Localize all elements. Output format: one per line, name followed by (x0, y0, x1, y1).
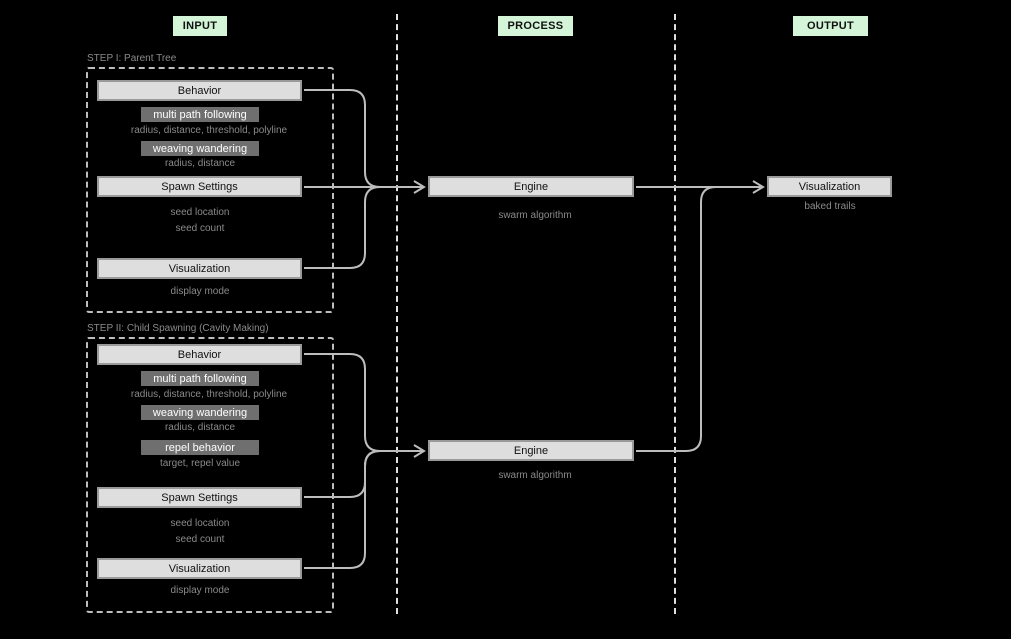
output-baked-trails-label: baked trails (804, 201, 856, 212)
step1-seed-location: seed location (170, 207, 230, 218)
step2-weaving-params: radius, distance (164, 422, 236, 433)
step2-multi-path-params: radius, distance, threshold, polyline (130, 389, 288, 400)
step1-display-mode: display mode (170, 286, 230, 297)
engine1-algorithm-label: swarm algorithm (498, 210, 572, 221)
divider-input-process (396, 14, 398, 614)
process-column-header: PROCESS (498, 16, 573, 36)
step2-title: STEP II: Child Spawning (Cavity Making) (87, 323, 269, 334)
step2-display-mode: display mode (170, 585, 230, 596)
engine2-algorithm-label: swarm algorithm (498, 470, 572, 481)
output-column-header: OUTPUT (793, 16, 868, 36)
step1-visualization-node[interactable]: Visualization (97, 258, 302, 279)
input-column-header: INPUT (173, 16, 227, 36)
step2-visualization-node[interactable]: Visualization (97, 558, 302, 579)
engine-node-step2[interactable]: Engine (428, 440, 634, 461)
wire-engine2-out (636, 186, 717, 452)
step2-repel-params: target, repel value (159, 458, 241, 469)
step2-weaving-tag: weaving wandering (141, 405, 259, 420)
step1-behavior-node[interactable]: Behavior (97, 80, 302, 101)
step1-spawn-settings-node[interactable]: Spawn Settings (97, 176, 302, 197)
step1-weaving-tag: weaving wandering (141, 141, 259, 156)
step2-spawn-settings-node[interactable]: Spawn Settings (97, 487, 302, 508)
step1-multi-path-tag: multi path following (141, 107, 259, 122)
step2-multi-path-tag: multi path following (141, 371, 259, 386)
divider-process-output (674, 14, 676, 614)
step1-weaving-params: radius, distance (164, 158, 236, 169)
step2-seed-location: seed location (170, 518, 230, 529)
step1-multi-path-params: radius, distance, threshold, polyline (130, 125, 288, 136)
step2-seed-count: seed count (175, 534, 225, 545)
step1-seed-count: seed count (175, 223, 225, 234)
engine-node-step1[interactable]: Engine (428, 176, 634, 197)
step2-behavior-node[interactable]: Behavior (97, 344, 302, 365)
step1-title: STEP I: Parent Tree (87, 53, 177, 64)
step2-repel-tag: repel behavior (141, 440, 259, 455)
output-visualization-node[interactable]: Visualization (767, 176, 892, 197)
